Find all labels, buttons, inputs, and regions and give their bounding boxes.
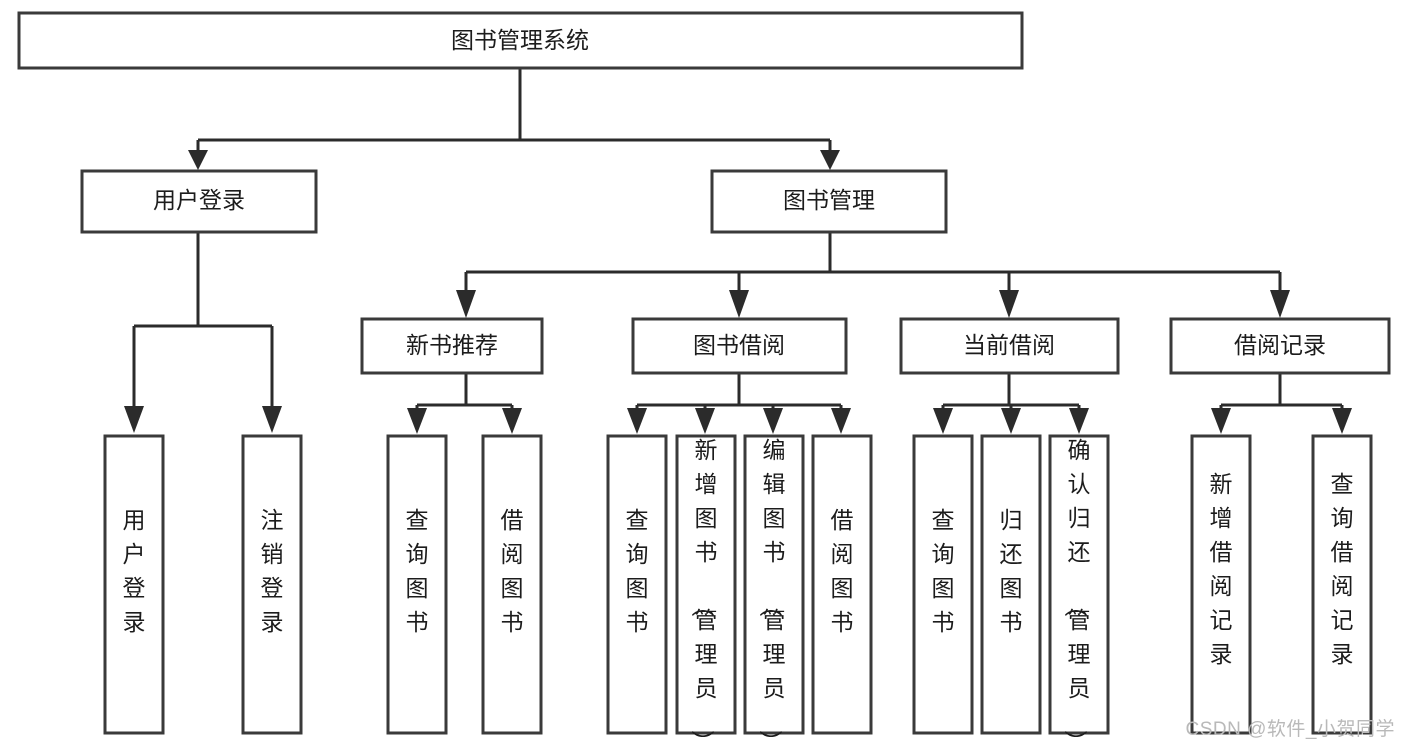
- arrow-head-nbr-borrow: [502, 408, 522, 434]
- leaf-node-bb-edit-book[interactable]: 编辑图书（管理员）: [743, 434, 805, 747]
- arrow-head-current-borrow: [999, 290, 1019, 318]
- leaf-node-br-query-record[interactable]: 查询借阅记录: [1311, 434, 1373, 735]
- leaf-node-nbr-borrow-book-box[interactable]: [481, 434, 543, 735]
- connector-group-current-borrow: [933, 373, 1089, 434]
- arrow-head-bb-borrow: [831, 408, 851, 434]
- arrow-head-bb-add: [695, 408, 715, 434]
- node-current-borrow-box[interactable]: [899, 317, 1120, 375]
- node-book-management-box[interactable]: [710, 169, 948, 234]
- node-user-login-box[interactable]: [80, 169, 318, 234]
- leaf-node-user-login[interactable]: 用户登录: [103, 434, 165, 735]
- node-book-borrow[interactable]: 图书借阅: [631, 317, 848, 375]
- arrow-head-nbr-query: [407, 408, 427, 434]
- leaf-node-bb-add-book-label: 新增图书（管理员）: [690, 437, 718, 747]
- leaf-node-br-query-record-box[interactable]: [1311, 434, 1373, 735]
- arrow-head-borrow-records: [1270, 290, 1290, 318]
- leaf-node-cb-return-book-box[interactable]: [980, 434, 1042, 735]
- leaf-node-nbr-query-book[interactable]: 查询图书: [386, 434, 448, 735]
- leaf-node-cb-confirm-return-label: 确认归还（管理员）: [1063, 437, 1091, 747]
- node-user-login-label: 用户登录: [153, 187, 245, 213]
- leaf-node-bb-query-book-label: 查询图书: [626, 507, 649, 635]
- leaf-node-cb-return-book[interactable]: 归还图书: [980, 434, 1042, 735]
- connector-group-user-login: [124, 232, 282, 433]
- leaf-node-user-login-box[interactable]: [103, 434, 165, 735]
- node-current-borrow-label: 当前借阅: [963, 332, 1055, 358]
- leaf-node-cb-query-book-label: 查询图书: [932, 507, 955, 635]
- connector-group-new-book-rec: [407, 373, 522, 434]
- node-new-book-recommend-label: 新书推荐: [406, 332, 498, 358]
- connector-group-root: [188, 68, 840, 170]
- leaf-node-logout-label: 注销登录: [261, 507, 284, 635]
- arrow-head-leaf-user-login: [124, 406, 144, 433]
- leaf-node-bb-query-book[interactable]: 查询图书: [606, 434, 668, 735]
- arrow-head-new-book-rec: [456, 290, 476, 318]
- leaf-node-bb-edit-book-label: 编辑图书（管理员）: [758, 437, 786, 747]
- arrow-head-leaf-logout: [262, 406, 282, 433]
- arrow-head-br-query: [1332, 408, 1352, 434]
- leaf-node-nbr-borrow-book[interactable]: 借阅图书: [481, 434, 543, 735]
- node-borrow-records-label: 借阅记录: [1234, 332, 1326, 358]
- node-new-book-recommend[interactable]: 新书推荐: [360, 317, 544, 375]
- leaf-node-br-add-record-label: 新增借阅记录: [1210, 471, 1233, 667]
- node-book-borrow-label: 图书借阅: [693, 332, 785, 358]
- arrow-head-user-login: [188, 150, 208, 170]
- arrow-head-book-mgmt: [820, 150, 840, 170]
- node-book-borrow-box[interactable]: [631, 317, 848, 375]
- node-borrow-records-box[interactable]: [1169, 317, 1391, 375]
- leaf-node-cb-confirm-return[interactable]: 确认归还（管理员）: [1048, 434, 1110, 747]
- node-root-system[interactable]: 图书管理系统: [17, 11, 1024, 70]
- leaf-node-cb-return-book-label: 归还图书: [1000, 507, 1023, 635]
- csdn-watermark: CSDN @软件_小贺同学: [1185, 719, 1395, 740]
- node-borrow-records[interactable]: 借阅记录: [1169, 317, 1391, 375]
- node-root-system-label: 图书管理系统: [451, 27, 589, 53]
- node-user-login[interactable]: 用户登录: [80, 169, 318, 234]
- arrow-head-cb-confirm: [1069, 408, 1089, 434]
- leaf-node-nbr-borrow-book-label: 借阅图书: [501, 507, 524, 635]
- leaf-node-logout[interactable]: 注销登录: [241, 434, 303, 735]
- arrow-head-book-borrow: [729, 290, 749, 318]
- node-book-management[interactable]: 图书管理: [710, 169, 948, 234]
- leaf-node-bb-add-book[interactable]: 新增图书（管理员）: [675, 434, 737, 747]
- leaf-node-bb-borrow-book-label: 借阅图书: [831, 507, 854, 635]
- arrow-head-cb-return: [1001, 408, 1021, 434]
- leaf-node-nbr-query-book-label: 查询图书: [406, 507, 429, 635]
- leaf-node-br-add-record-box[interactable]: [1190, 434, 1252, 735]
- leaf-node-nbr-query-book-box[interactable]: [386, 434, 448, 735]
- arrow-head-cb-query: [933, 408, 953, 434]
- leaf-node-logout-box[interactable]: [241, 434, 303, 735]
- connector-group-book-borrow: [627, 373, 851, 434]
- leaf-node-bb-add-book-box[interactable]: [675, 434, 737, 735]
- node-book-management-label: 图书管理: [783, 187, 875, 213]
- connector-group-book-mgmt: [456, 232, 1290, 318]
- leaf-node-cb-query-book[interactable]: 查询图书: [912, 434, 974, 735]
- leaf-node-user-login-label: 用户登录: [123, 507, 146, 635]
- leaf-node-bb-query-book-box[interactable]: [606, 434, 668, 735]
- connector-group-borrow-records: [1211, 373, 1352, 434]
- node-new-book-recommend-box[interactable]: [360, 317, 544, 375]
- leaf-node-bb-edit-book-box[interactable]: [743, 434, 805, 735]
- leaf-node-bb-borrow-book[interactable]: 借阅图书: [811, 434, 873, 735]
- arrow-head-br-add: [1211, 408, 1231, 434]
- arrow-head-bb-edit: [763, 408, 783, 434]
- node-current-borrow[interactable]: 当前借阅: [899, 317, 1120, 375]
- leaf-node-cb-query-book-box[interactable]: [912, 434, 974, 735]
- leaf-node-cb-confirm-return-box[interactable]: [1048, 434, 1110, 735]
- leaf-node-bb-borrow-book-box[interactable]: [811, 434, 873, 735]
- leaf-node-br-add-record[interactable]: 新增借阅记录: [1190, 434, 1252, 735]
- arrow-head-bb-query: [627, 408, 647, 434]
- node-root-system-box[interactable]: [17, 11, 1024, 70]
- leaf-node-br-query-record-label: 查询借阅记录: [1331, 471, 1354, 667]
